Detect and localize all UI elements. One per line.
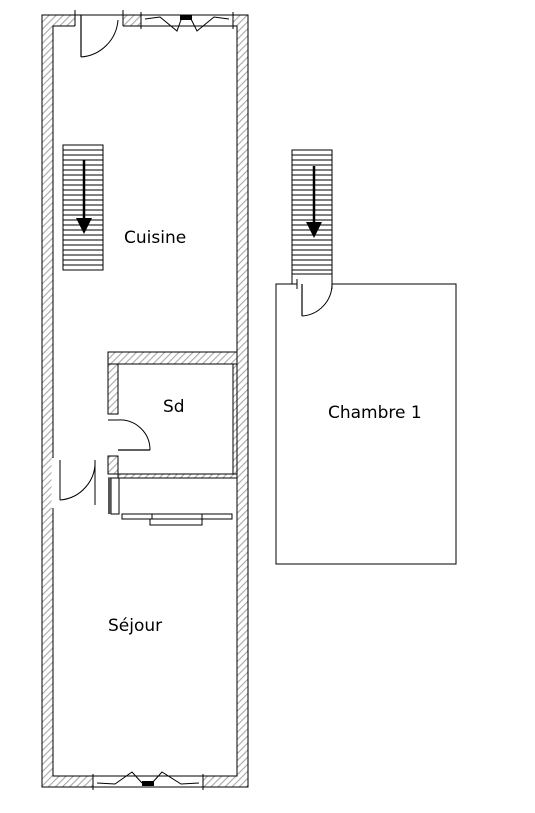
- sd-door: [108, 419, 151, 451]
- bottom-window: [92, 771, 204, 790]
- top-window: [140, 12, 234, 32]
- room-label-sejour: Séjour: [108, 616, 162, 636]
- chambre-staircase: [291, 149, 333, 284]
- chambre-room: [275, 283, 457, 565]
- room-label-cuisine: Cuisine: [124, 228, 186, 248]
- top-entrance-door: [74, 10, 124, 58]
- room-label-chambre: Chambre 1: [328, 403, 422, 423]
- chambre-door: [296, 279, 333, 317]
- room-label-sd: Sd: [163, 397, 185, 417]
- corridor-door: [51, 458, 96, 508]
- sliding-door: [108, 477, 233, 526]
- sd-partition-walls: [107, 351, 238, 479]
- main-exterior-walls: [41, 14, 249, 788]
- left-staircase: [62, 144, 104, 271]
